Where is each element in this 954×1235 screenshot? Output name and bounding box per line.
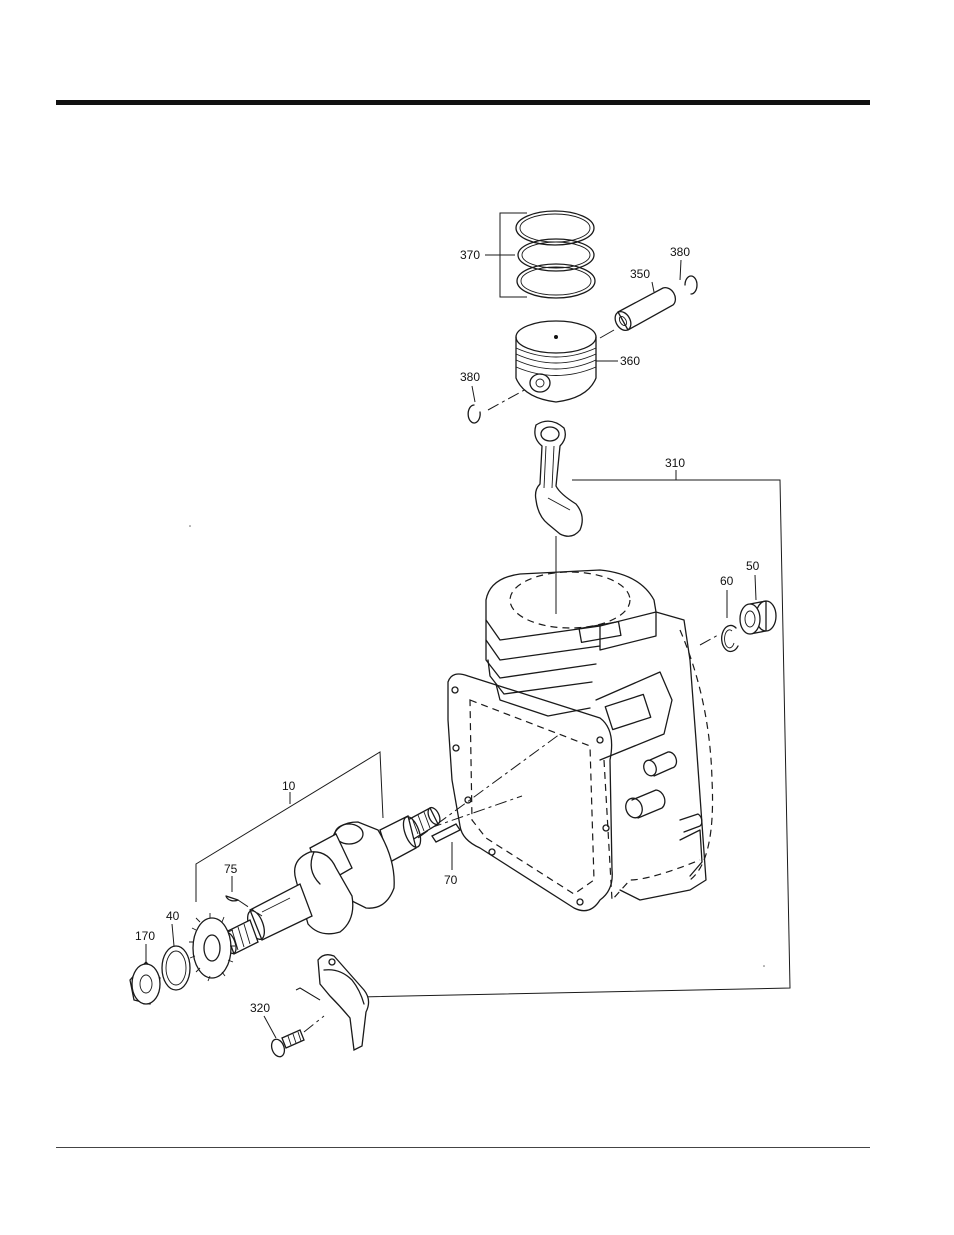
callout-50: 50 <box>746 559 760 573</box>
callout-70: 70 <box>444 873 458 887</box>
callout-40: 40 <box>166 909 180 923</box>
piston-rings <box>485 211 595 298</box>
callout-170: 170 <box>135 929 155 943</box>
oil-seal <box>722 590 738 651</box>
callout-310: 310 <box>665 456 685 470</box>
bearing <box>740 575 776 634</box>
callout-320: 320 <box>250 1001 270 1015</box>
callout-380-top: 380 <box>670 245 690 259</box>
callout-60: 60 <box>720 574 734 588</box>
piston-pin-clip-right <box>680 260 697 294</box>
callout-350: 350 <box>630 267 650 281</box>
callout-380-left: 380 <box>460 370 480 384</box>
callout-75: 75 <box>224 862 238 876</box>
key <box>432 824 460 870</box>
scan-speck <box>189 525 191 527</box>
piston-pin <box>600 282 675 338</box>
piston-pin-clip-left <box>468 386 528 423</box>
rod-cap <box>296 955 369 1050</box>
scan-speck <box>763 965 765 967</box>
washer <box>162 924 190 990</box>
callout-360: 360 <box>620 354 640 368</box>
crank-gear <box>189 913 235 981</box>
cylinder-block <box>418 570 720 911</box>
rod-bolt <box>264 1016 324 1059</box>
callout-10: 10 <box>282 779 296 793</box>
piston <box>516 321 618 402</box>
connecting-rod <box>535 421 582 614</box>
callout-370: 370 <box>460 248 480 262</box>
bushing <box>130 944 160 1004</box>
bracket-310 <box>360 470 790 997</box>
